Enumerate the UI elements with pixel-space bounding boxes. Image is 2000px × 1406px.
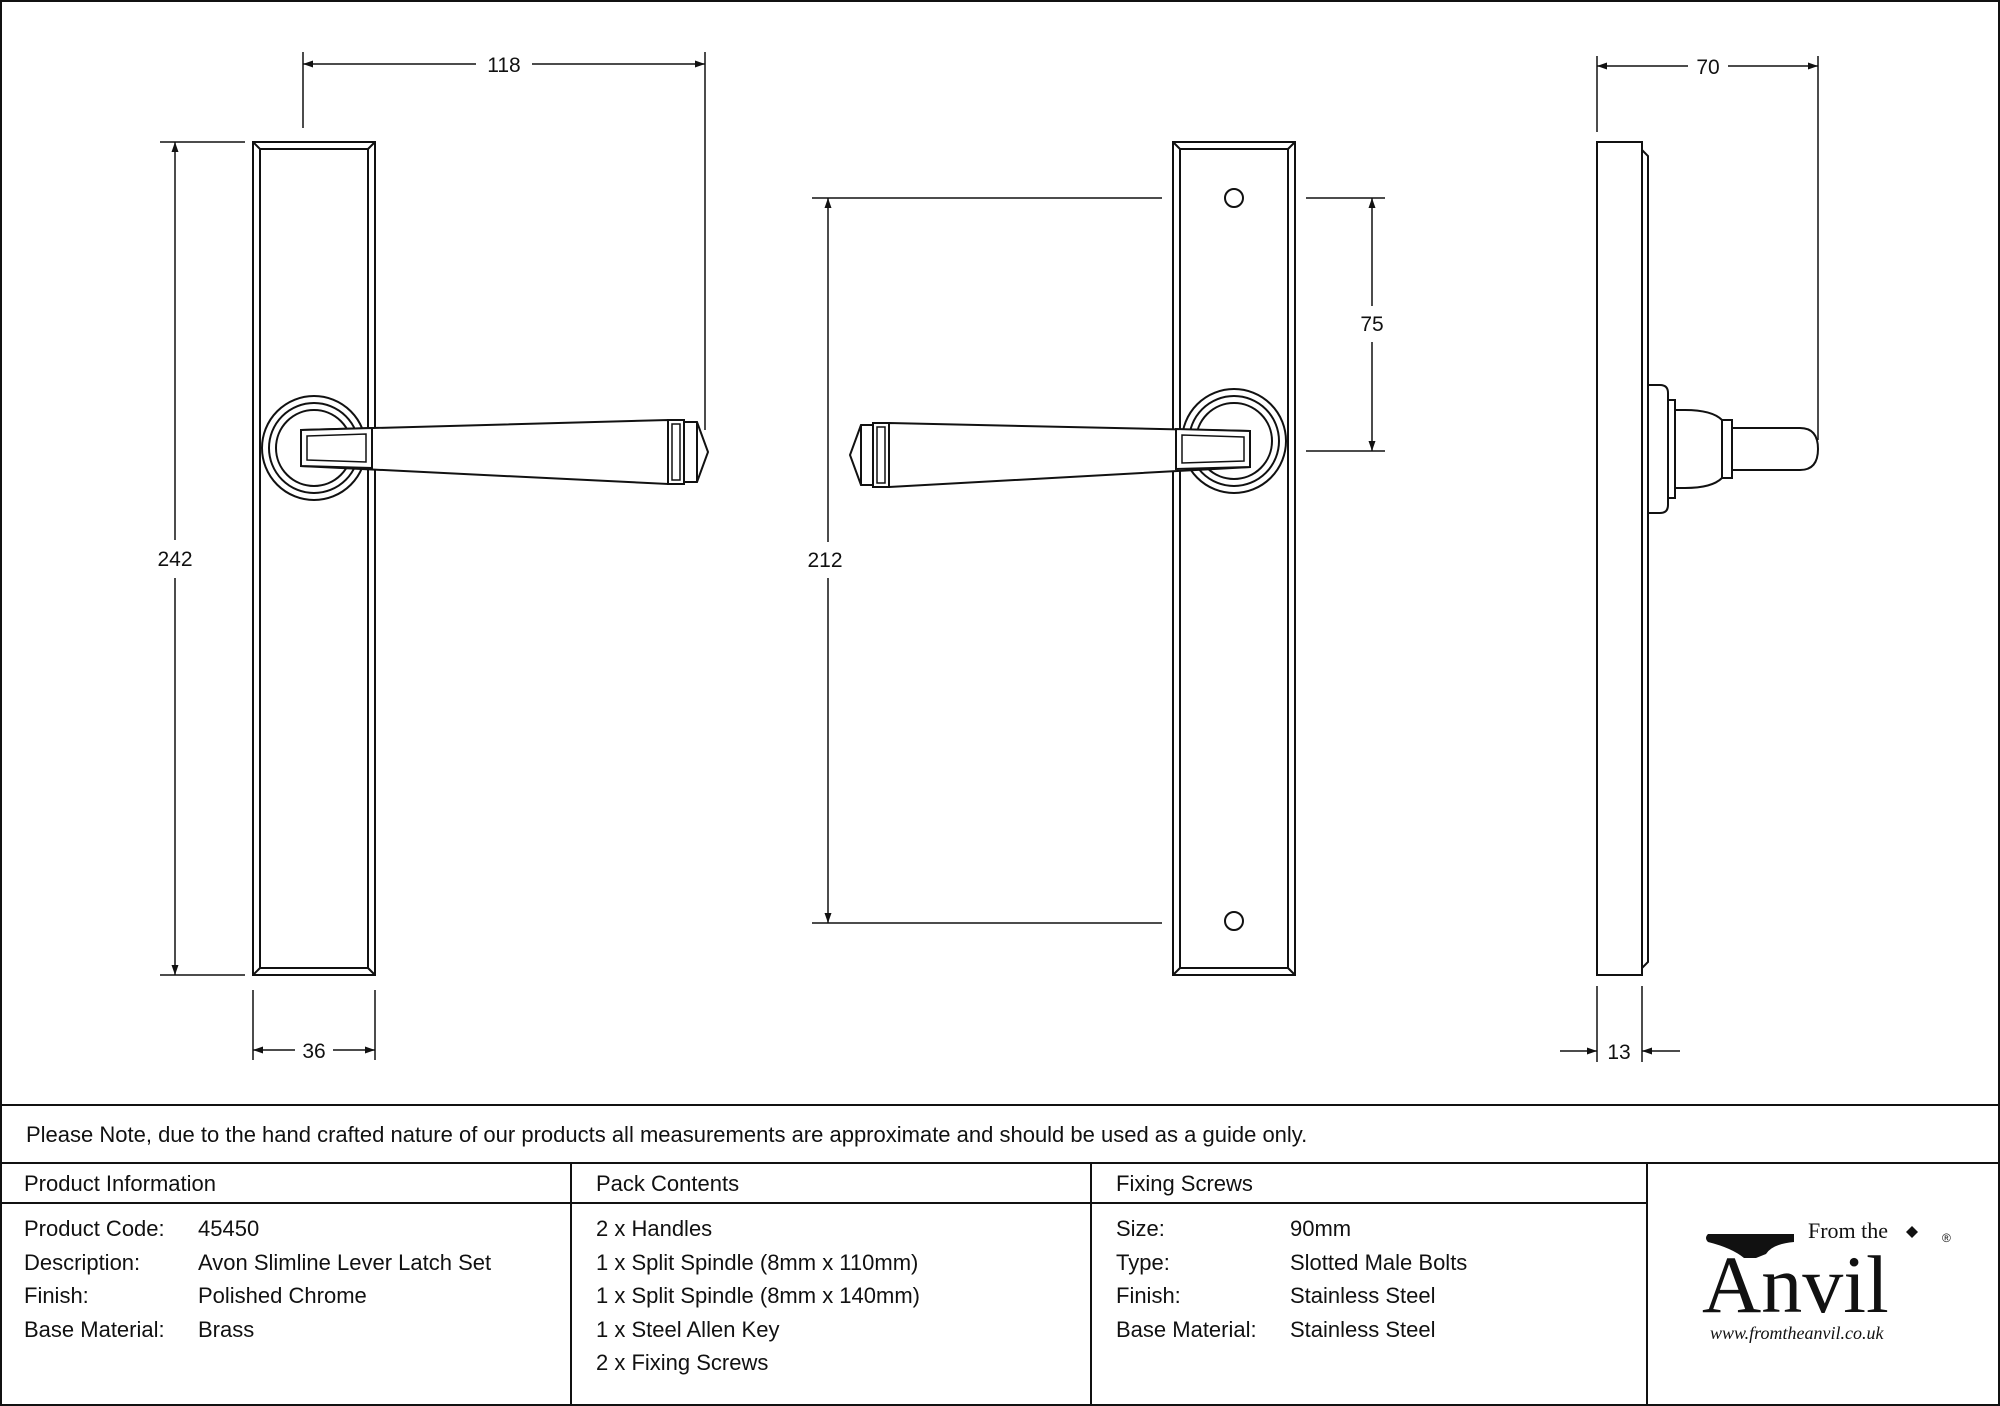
screw-value: Slotted Male Bolts [1290, 1249, 1468, 1275]
screw-label: Size: [1116, 1216, 1165, 1241]
logo-tagline: From the [1808, 1218, 1888, 1243]
screw-row: Base Material: Stainless Steel [1116, 1317, 1646, 1351]
fixing-screws-heading: Fixing Screws [1092, 1162, 1646, 1204]
info-label: Description: [24, 1249, 141, 1275]
brand-logo: From the Anvil ® www.fromtheanvil.co.uk [1648, 1162, 2000, 1406]
fixing-screws-panel: Fixing Screws Size: 90mm Type: Slotted Mal… [1092, 1162, 1648, 1406]
screw-row: Finish: Stainless Steel [1116, 1283, 1646, 1317]
front-view-left [252, 141, 710, 976]
logo-url: www.fromtheanvil.co.uk [1710, 1323, 1884, 1343]
dimension-plate-thickness: 13 [1607, 1041, 1630, 1064]
info-value: Avon Slimline Lever Latch Set [198, 1249, 492, 1275]
screw-value: Stainless Steel [1290, 1283, 1436, 1308]
fixing-hole-top [1224, 188, 1244, 208]
pack-item: 2 x Fixing Screws [596, 1350, 769, 1375]
lever-handle [300, 418, 710, 486]
screw-row: Size: 90mm [1116, 1216, 1646, 1250]
pack-item: 1 x Steel Allen Key [596, 1316, 780, 1342]
info-label: Finish: [24, 1283, 89, 1308]
anvil-icon [1706, 1234, 1794, 1258]
info-row: Finish: Polished Chrome [24, 1283, 570, 1317]
side-view-dimensions [1560, 56, 1819, 1062]
anvil-logo: From the Anvil ® www.fromtheanvil.co.uk [1702, 1218, 1951, 1343]
lever-handle [848, 421, 1251, 489]
info-row: Product Code: 45450 [24, 1216, 570, 1250]
side-view [1596, 141, 1820, 976]
front-view-right-dimensions [812, 197, 1385, 924]
info-value: Polished Chrome [198, 1283, 367, 1308]
measurement-note: Please Note, due to the hand crafted nat… [0, 1104, 2000, 1164]
screw-label: Finish: [1116, 1283, 1181, 1308]
dimension-plate-height: 242 [157, 548, 192, 571]
diamond-icon [1906, 1226, 1918, 1238]
front-view-left-dimensions [160, 52, 706, 1060]
pack-item: 1 x Split Spindle (8mm x 110mm) [596, 1249, 919, 1275]
technical-drawing: 118 242 36 [157, 52, 1820, 1064]
registered-mark: ® [1942, 1231, 1951, 1245]
pack-contents-heading: Pack Contents [572, 1162, 1090, 1204]
screw-value: Stainless Steel [1290, 1316, 1436, 1342]
info-row: Description: Avon Slimline Lever Latch Se… [24, 1250, 570, 1284]
info-label: Base Material: [24, 1316, 165, 1342]
dimension-overall-reach: 118 [487, 54, 520, 77]
rose-side [1647, 384, 1723, 514]
logo-wordmark: Anvil [1702, 1239, 1889, 1330]
dimension-fixing-centres: 212 [807, 549, 842, 572]
pack-contents-panel: Pack Contents 2 x Handles 1 x Split Spin… [572, 1162, 1092, 1406]
pack-item: 1 x Split Spindle (8mm x 140mm) [596, 1283, 920, 1308]
dimension-projection: 70 [1696, 56, 1719, 79]
dimension-handle-height: 75 [1360, 313, 1383, 336]
info-value: Brass [198, 1316, 255, 1342]
product-information-heading: Product Information [0, 1162, 570, 1204]
pack-item: 2 x Handles [596, 1216, 713, 1241]
dimension-plate-width: 36 [302, 1040, 325, 1063]
backplate-with-holes [1172, 141, 1296, 976]
screw-label: Type: [1116, 1249, 1170, 1275]
backplate [252, 141, 376, 976]
info-label: Product Code: [24, 1216, 165, 1241]
screw-label: Base Material: [1116, 1316, 1257, 1342]
screw-value: 90mm [1290, 1216, 1352, 1241]
info-row: Base Material: Brass [24, 1317, 570, 1351]
screw-row: Type: Slotted Male Bolts [1116, 1250, 1646, 1284]
product-information-panel: Product Information Product Code: 45450 D… [0, 1162, 572, 1406]
info-value: 45450 [198, 1216, 260, 1241]
front-view-right [848, 141, 1296, 976]
fixing-hole-bottom [1224, 911, 1244, 931]
lever-side [1721, 419, 1820, 479]
backplate-side [1596, 141, 1649, 976]
